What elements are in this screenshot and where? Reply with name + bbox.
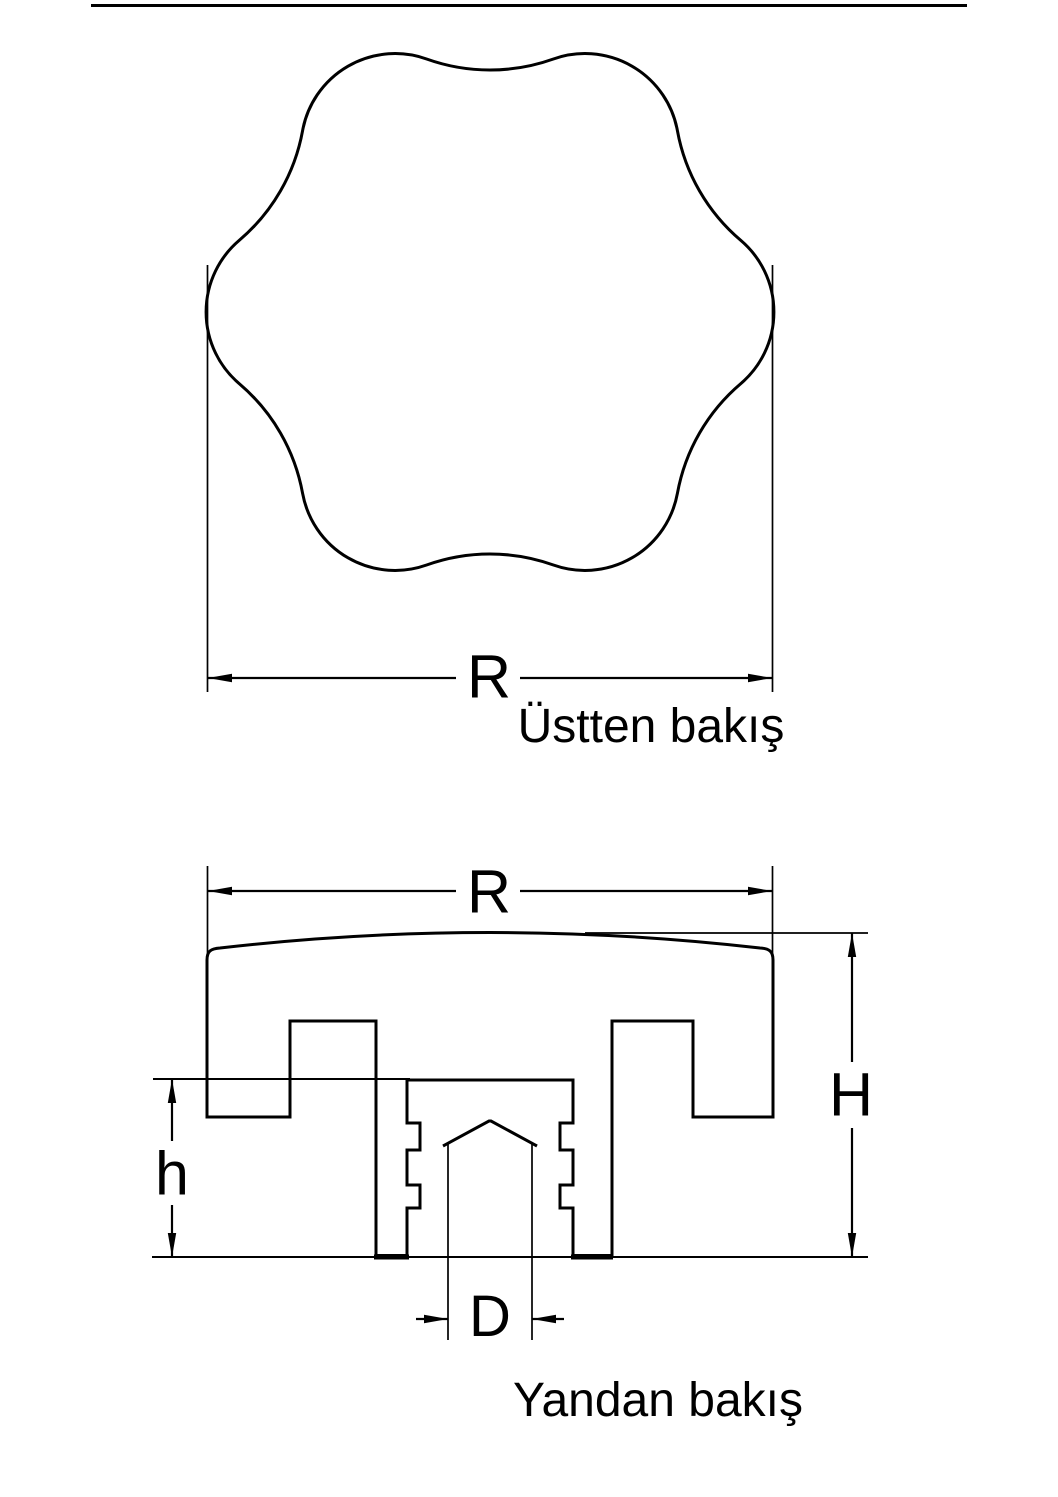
arrowhead-right-icon	[424, 1314, 448, 1324]
arrowhead-right-icon	[748, 886, 772, 896]
total-height-dim-label: H	[828, 1060, 874, 1129]
arrowhead-up-icon	[167, 1079, 177, 1103]
arrowhead-down-icon	[847, 1233, 857, 1257]
arrowhead-left-icon	[208, 886, 232, 896]
bore-diameter-dim-label: D	[469, 1284, 511, 1349]
base-height-dimension	[167, 1079, 177, 1257]
side-view-width-dim-label: R	[466, 857, 512, 926]
top-view-width-dim-label: R	[466, 642, 512, 711]
top-view-star-outline	[204, 52, 776, 572]
top-view-caption: Üstten bakış	[517, 700, 785, 753]
total-height-dimension	[585, 932, 868, 1257]
side-view-profile-outline	[205, 931, 775, 1257]
bore-diameter-dimension	[416, 1314, 564, 1324]
arrowhead-right-icon	[748, 673, 772, 683]
side-view-caption: Yandan bakış	[513, 1374, 803, 1427]
base-height-dim-label: h	[155, 1139, 189, 1208]
arrowhead-up-icon	[847, 933, 857, 957]
top-view-width-dimension	[206, 265, 774, 692]
arrowhead-down-icon	[167, 1233, 177, 1257]
bore-roof-line	[442, 1119, 538, 1148]
side-view-width-dimension	[206, 866, 774, 956]
arrowhead-left-icon	[208, 673, 232, 683]
arrowhead-left-icon	[532, 1314, 556, 1324]
